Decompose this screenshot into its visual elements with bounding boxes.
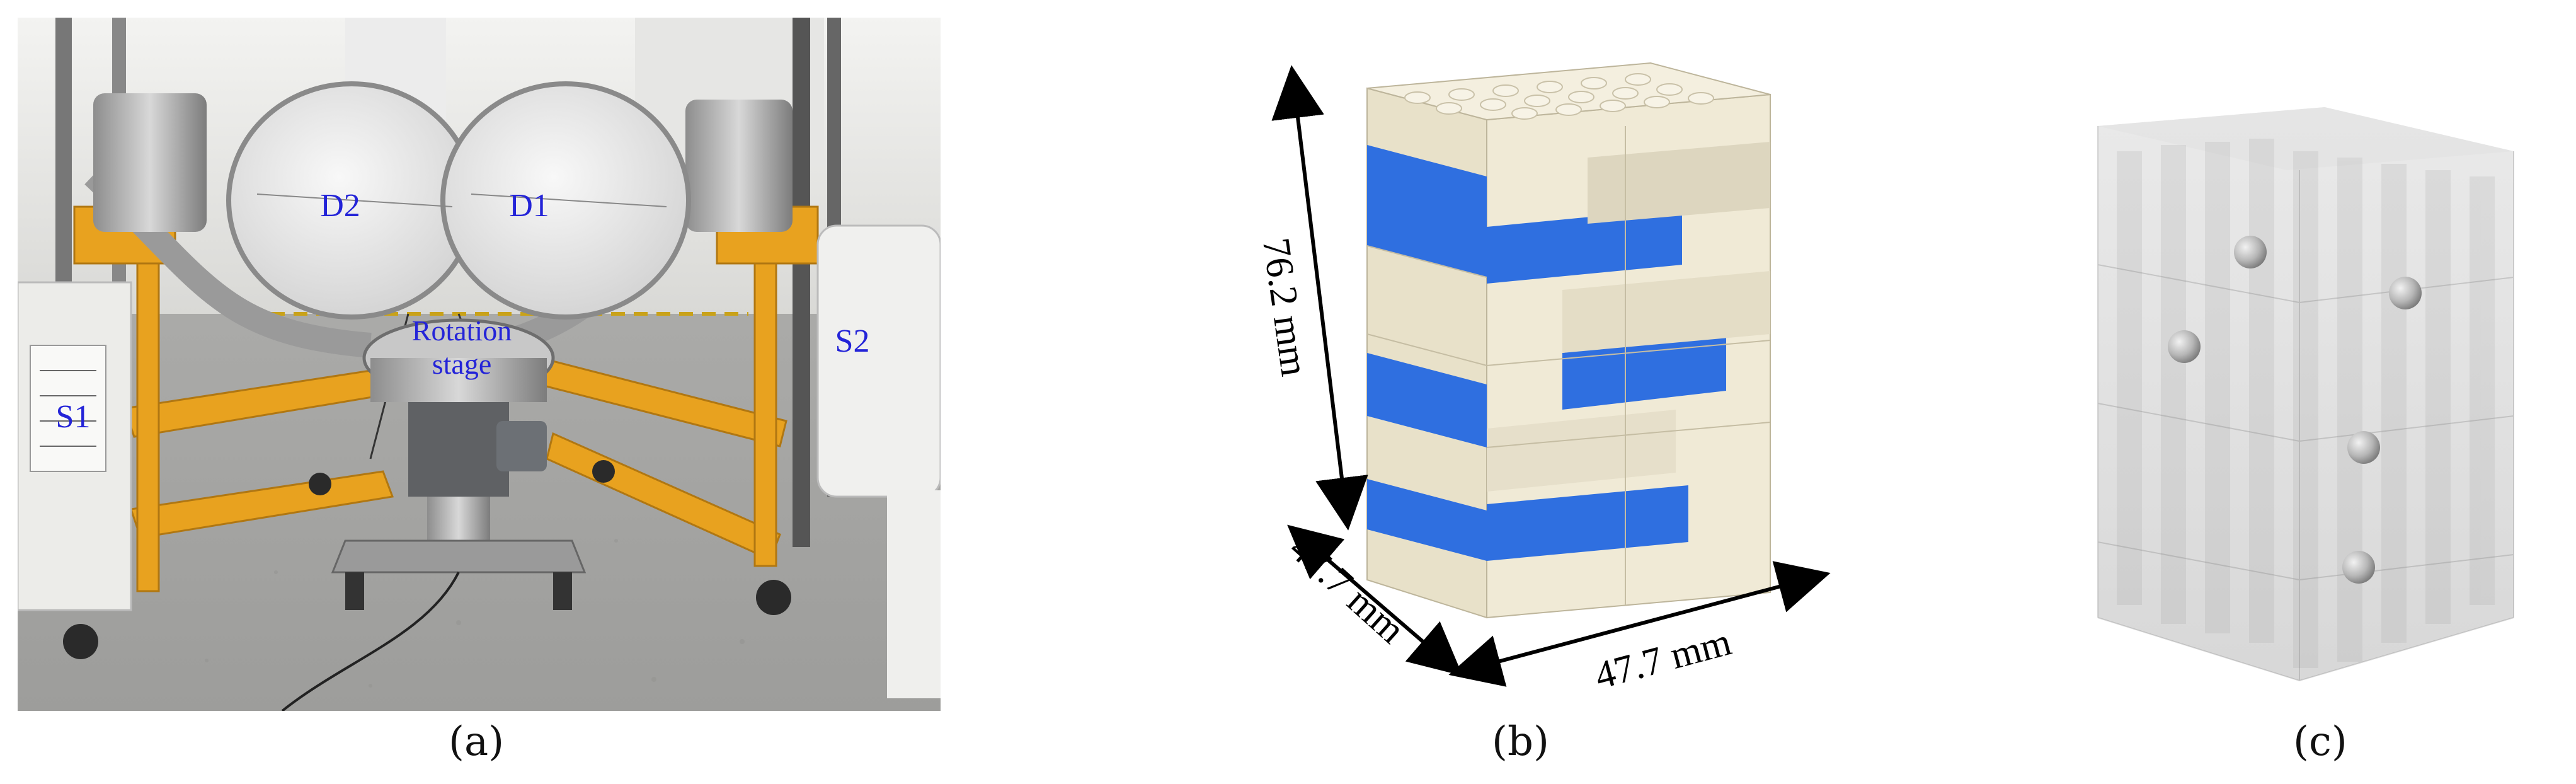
embedded-sphere (2347, 431, 2380, 464)
panel-c-transparent-render (2073, 76, 2526, 706)
embedded-sphere (2234, 236, 2267, 268)
panel-b-brick-model: 76.2 mm 47.7 mm 47.7 mm (1235, 38, 1840, 706)
caption-a: (a) (449, 718, 505, 765)
embedded-sphere (2168, 330, 2201, 363)
brick-assembly-drawing: 76.2 mm 47.7 mm 47.7 mm (1254, 62, 1831, 698)
label-s1: S1 (56, 399, 91, 435)
embedded-sphere (2389, 277, 2422, 309)
label-stage: stage (432, 348, 492, 380)
caption-c: (c) (2293, 718, 2347, 765)
label-d2: D2 (320, 188, 360, 224)
label-d1: D1 (509, 188, 549, 224)
transparent-volume-render (2097, 107, 2514, 682)
lab-setup-photo: D2 D1 Rotation stage S1 S2 (16, 18, 942, 712)
label-s2: S2 (835, 323, 870, 359)
label-rotation: Rotation (412, 314, 512, 347)
caption-b: (b) (1492, 718, 1549, 765)
embedded-sphere (2342, 551, 2375, 584)
dimension-height-label: 76.2 mm (1254, 235, 1316, 379)
panel-a-photo: D2 D1 Rotation stage S1 S2 (16, 18, 942, 712)
